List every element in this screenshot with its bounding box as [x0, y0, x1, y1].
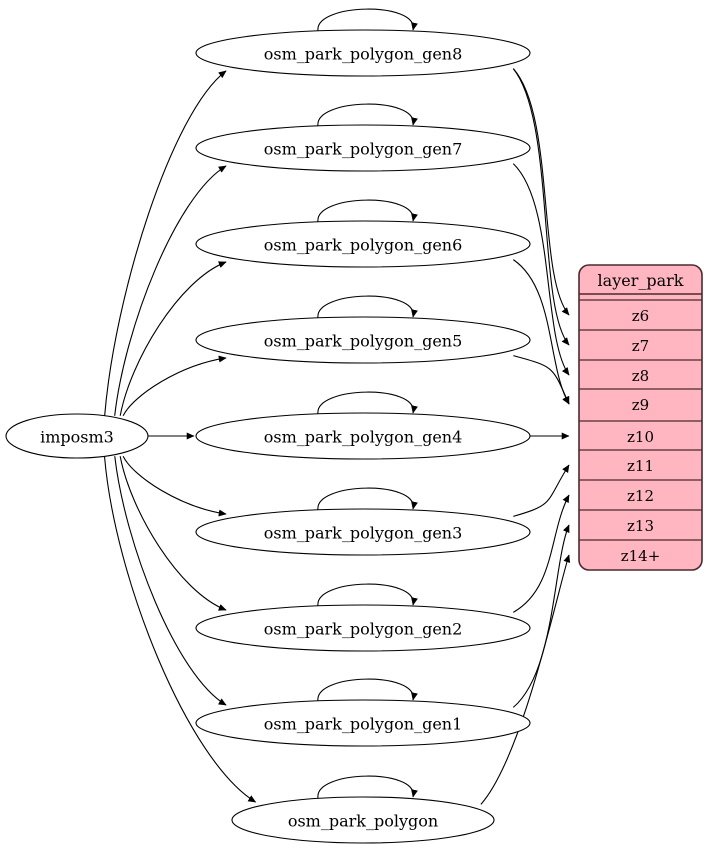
edge-imposm3-to-gen7	[114, 165, 227, 416]
node-gen3-shape[interactable]	[195, 508, 531, 556]
node-gen7-shape[interactable]	[195, 124, 531, 172]
node-gen5-shape[interactable]	[195, 316, 531, 364]
self-loop-gen8	[317, 8, 418, 32]
table-nodes: imposm3 osm_park_polygon_gen8 osm_park_pol…	[5, 29, 531, 844]
edge-imposm3-to-gen1	[114, 456, 227, 706]
edge-imposm3-to-gen8	[104, 70, 227, 416]
layer-park-header-label: layer_park	[598, 271, 684, 290]
node-base-shape[interactable]	[231, 796, 495, 844]
edge-gen8-to-z6	[512, 68, 570, 316]
node-gen2-shape[interactable]	[195, 604, 531, 652]
node-base-label: osm_park_polygon	[288, 812, 438, 831]
node-imposm3-shape[interactable]	[5, 413, 149, 459]
edge-gen8-to-z7	[512, 68, 570, 346]
self-loop-base	[317, 775, 418, 799]
node-gen8-shape[interactable]	[195, 29, 531, 77]
layer-park-row-z12[interactable]: z12	[627, 487, 654, 505]
self-loop-gen6	[317, 199, 418, 223]
node-gen3-label: osm_park_polygon_gen3	[264, 524, 463, 543]
node-gen6-shape[interactable]	[195, 220, 531, 268]
edge-imposm3-to-gen2	[119, 456, 227, 611]
self-loop-gen7	[317, 103, 418, 127]
edge-gen2-to-z12	[513, 494, 570, 613]
layer-park-row-z6[interactable]: z6	[632, 307, 649, 325]
node-gen4-label: osm_park_polygon_gen4	[264, 428, 463, 447]
layer-park-row-z11[interactable]: z11	[627, 457, 654, 475]
node-gen5-label: osm_park_polygon_gen5	[264, 332, 463, 351]
edge-imposm3-to-gen3	[122, 455, 227, 517]
layer-park-row-z14+[interactable]: z14+	[621, 547, 661, 565]
layer-park-row-z13[interactable]: z13	[627, 517, 654, 535]
layer-park-bg	[579, 265, 702, 570]
edge-gen5-to-z9	[513, 355, 570, 405]
self-loop-gen1	[317, 678, 418, 702]
node-gen1-shape[interactable]	[195, 699, 531, 747]
node-gen1-label: osm_park_polygon_gen1	[264, 715, 463, 734]
self-loop-edges	[317, 8, 418, 799]
self-loop-gen5	[317, 295, 418, 319]
layer-park-row-z9[interactable]: z9	[632, 396, 649, 414]
node-gen6-label: osm_park_polygon_gen6	[264, 236, 463, 255]
node-gen2-label: osm_park_polygon_gen2	[264, 620, 463, 639]
edge-imposm3-to-base	[103, 456, 257, 803]
edges-to-layer-park	[480, 68, 571, 805]
layer-park-row-z7[interactable]: z7	[632, 337, 649, 355]
self-loop-gen2	[317, 583, 418, 607]
node-gen8-label: osm_park_polygon_gen8	[264, 45, 463, 64]
node-imposm3-label: imposm3	[40, 428, 114, 447]
layer-park-row-z8[interactable]: z8	[632, 367, 649, 385]
edge-gen1-to-z13	[512, 524, 570, 708]
layer-park-outline	[578, 264, 703, 571]
layer-park-row-z10[interactable]: z10	[627, 428, 654, 446]
edge-imposm3-to-gen6	[119, 261, 227, 416]
node-gen4-shape[interactable]	[195, 412, 531, 460]
edge-base-to-z14+	[480, 554, 571, 805]
edge-gen7-to-z8	[512, 163, 570, 376]
edge-imposm3-to-gen5	[122, 355, 227, 417]
layer-park-table[interactable]: layer_park z6 z7 z8 z9 z10 z11 z12 z13 z14+	[579, 265, 702, 570]
layer-park-node: layer_park z6 z7 z8 z9 z10 z11 z12 z13 z14+	[578, 264, 703, 571]
edge-gen6-to-z9	[512, 259, 570, 405]
edge-gen3-to-z11	[513, 464, 570, 517]
self-loop-gen4	[317, 391, 418, 415]
self-loop-gen3	[317, 487, 418, 511]
edges-from-imposm3	[103, 70, 257, 803]
node-gen7-label: osm_park_polygon_gen7	[264, 140, 463, 159]
